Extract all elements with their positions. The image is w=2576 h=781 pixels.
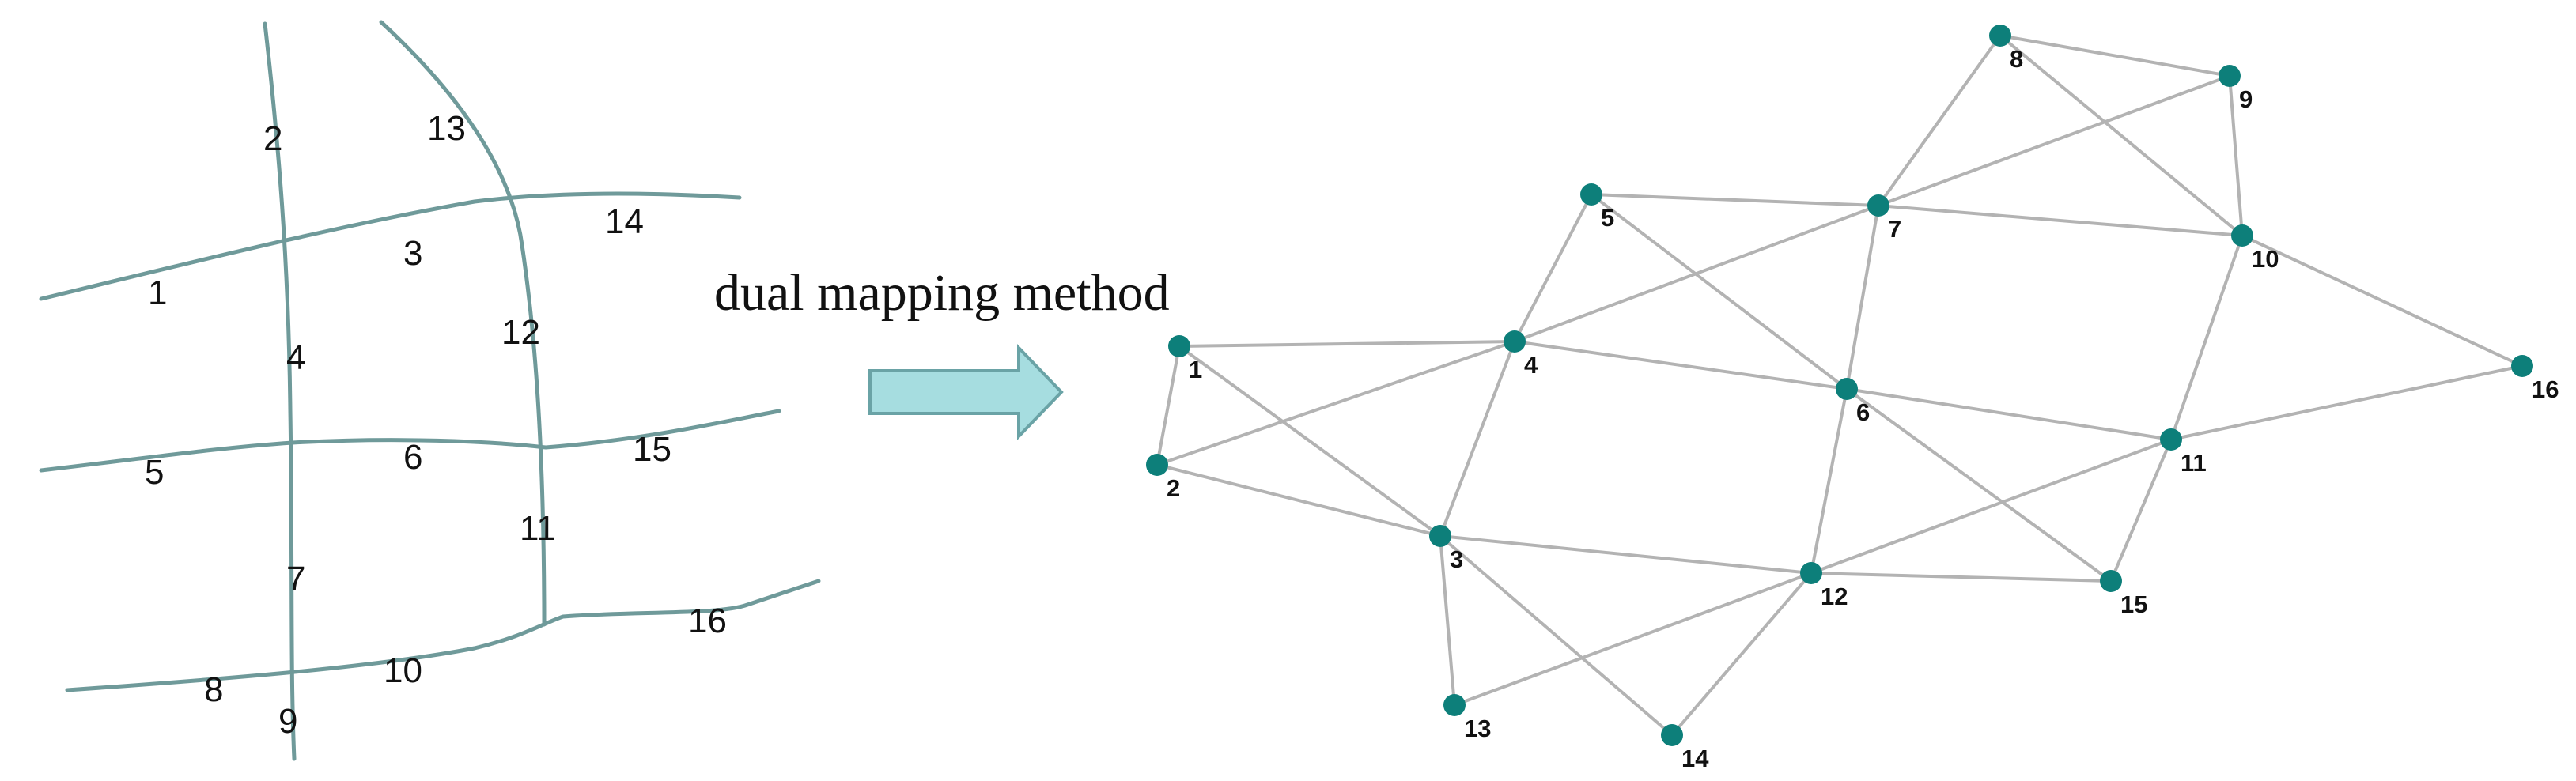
node-label-11: 11 [2181,449,2207,477]
segment-label-3: 3 [403,234,422,273]
segment-label-9: 9 [278,702,297,741]
edge-7-8 [1877,34,2002,207]
node-10 [2231,224,2253,247]
edge-5-6 [1590,193,1848,390]
node-4 [1504,330,1526,353]
edge-1-4 [1178,340,1515,348]
right-arrow-icon [868,344,1064,440]
edge-10-11 [2169,235,2244,440]
edge-12-15 [1810,572,2112,583]
edge-3-12 [1439,534,1812,575]
edge-7-10 [1878,204,2243,237]
edge-12-14 [1670,572,1813,737]
node-label-12: 12 [1821,583,1848,610]
segment-label-16: 16 [688,602,727,640]
node-1 [1168,335,1190,357]
node-6 [1836,378,1858,400]
edge-6-11 [1846,387,2172,441]
node-7 [1867,194,1889,217]
segment-label-8: 8 [204,670,223,709]
node-label-4: 4 [1524,351,1538,379]
node-3 [1429,525,1451,547]
road-vertical-right [379,20,547,627]
graph-edges [1156,34,2523,737]
segment-label-10: 10 [384,651,422,690]
segment-label-14: 14 [605,202,644,241]
edge-4-5 [1513,194,1593,342]
node-label-7: 7 [1888,215,1901,243]
node-label-8: 8 [2010,45,2023,73]
node-5 [1580,183,1602,206]
edge-6-12 [1810,388,1848,574]
road-horizontal-top [39,191,742,301]
edge-10-16 [2241,234,2523,368]
edge-1-2 [1156,345,1181,466]
segment-label-5: 5 [145,453,164,492]
edge-11-12 [1810,438,2172,575]
node-8 [1989,25,2011,47]
node-label-6: 6 [1856,398,1870,426]
method-caption: dual mapping method [714,264,1170,322]
segment-label-7: 7 [286,560,305,598]
road-vertical-left [263,21,297,761]
edge-9-10 [2228,75,2244,236]
segment-label-6: 6 [403,438,422,477]
node-12 [1800,562,1822,584]
node-label-1: 1 [1189,356,1202,383]
edge-7-9 [1878,74,2230,207]
edge-8-10 [1999,34,2244,237]
segment-label-13: 13 [427,109,466,148]
node-11 [2160,428,2182,451]
edge-3-14 [1439,534,1674,737]
node-2 [1146,454,1168,476]
edge-5-7 [1591,193,1879,207]
segment-label-2: 2 [263,119,282,158]
node-label-15: 15 [2120,590,2147,618]
node-label-10: 10 [2252,245,2279,273]
edge-12-13 [1454,572,1812,707]
node-label-2: 2 [1167,474,1180,502]
edge-6-15 [1845,387,2113,583]
node-label-3: 3 [1450,545,1463,573]
node-9 [2219,65,2241,87]
edge-11-15 [2109,439,2173,582]
node-16 [2511,355,2533,377]
segment-label-15: 15 [633,430,671,469]
node-label-9: 9 [2239,85,2253,113]
road-horizontal-middle [39,409,781,473]
node-label-16: 16 [2532,375,2559,403]
edge-6-7 [1845,205,1880,390]
segment-label-1: 1 [148,274,167,312]
edge-1-3 [1178,345,1442,538]
segment-label-12: 12 [501,313,540,352]
edge-3-13 [1439,535,1456,706]
node-14 [1661,724,1683,746]
node-15 [2100,570,2122,592]
node-label-13: 13 [1464,715,1491,742]
segment-label-11: 11 [520,509,556,548]
edge-4-6 [1514,340,1848,390]
segment-label-4: 4 [286,338,305,377]
road-horizontal-bottom [65,579,821,692]
node-13 [1443,694,1466,716]
edge-8-9 [1999,34,2230,77]
edge-3-4 [1439,341,1516,537]
edge-11-16 [2170,364,2523,441]
edge-2-4 [1156,340,1515,466]
node-label-5: 5 [1601,204,1614,232]
node-label-14: 14 [1681,745,1709,772]
edge-2-3 [1156,463,1441,538]
